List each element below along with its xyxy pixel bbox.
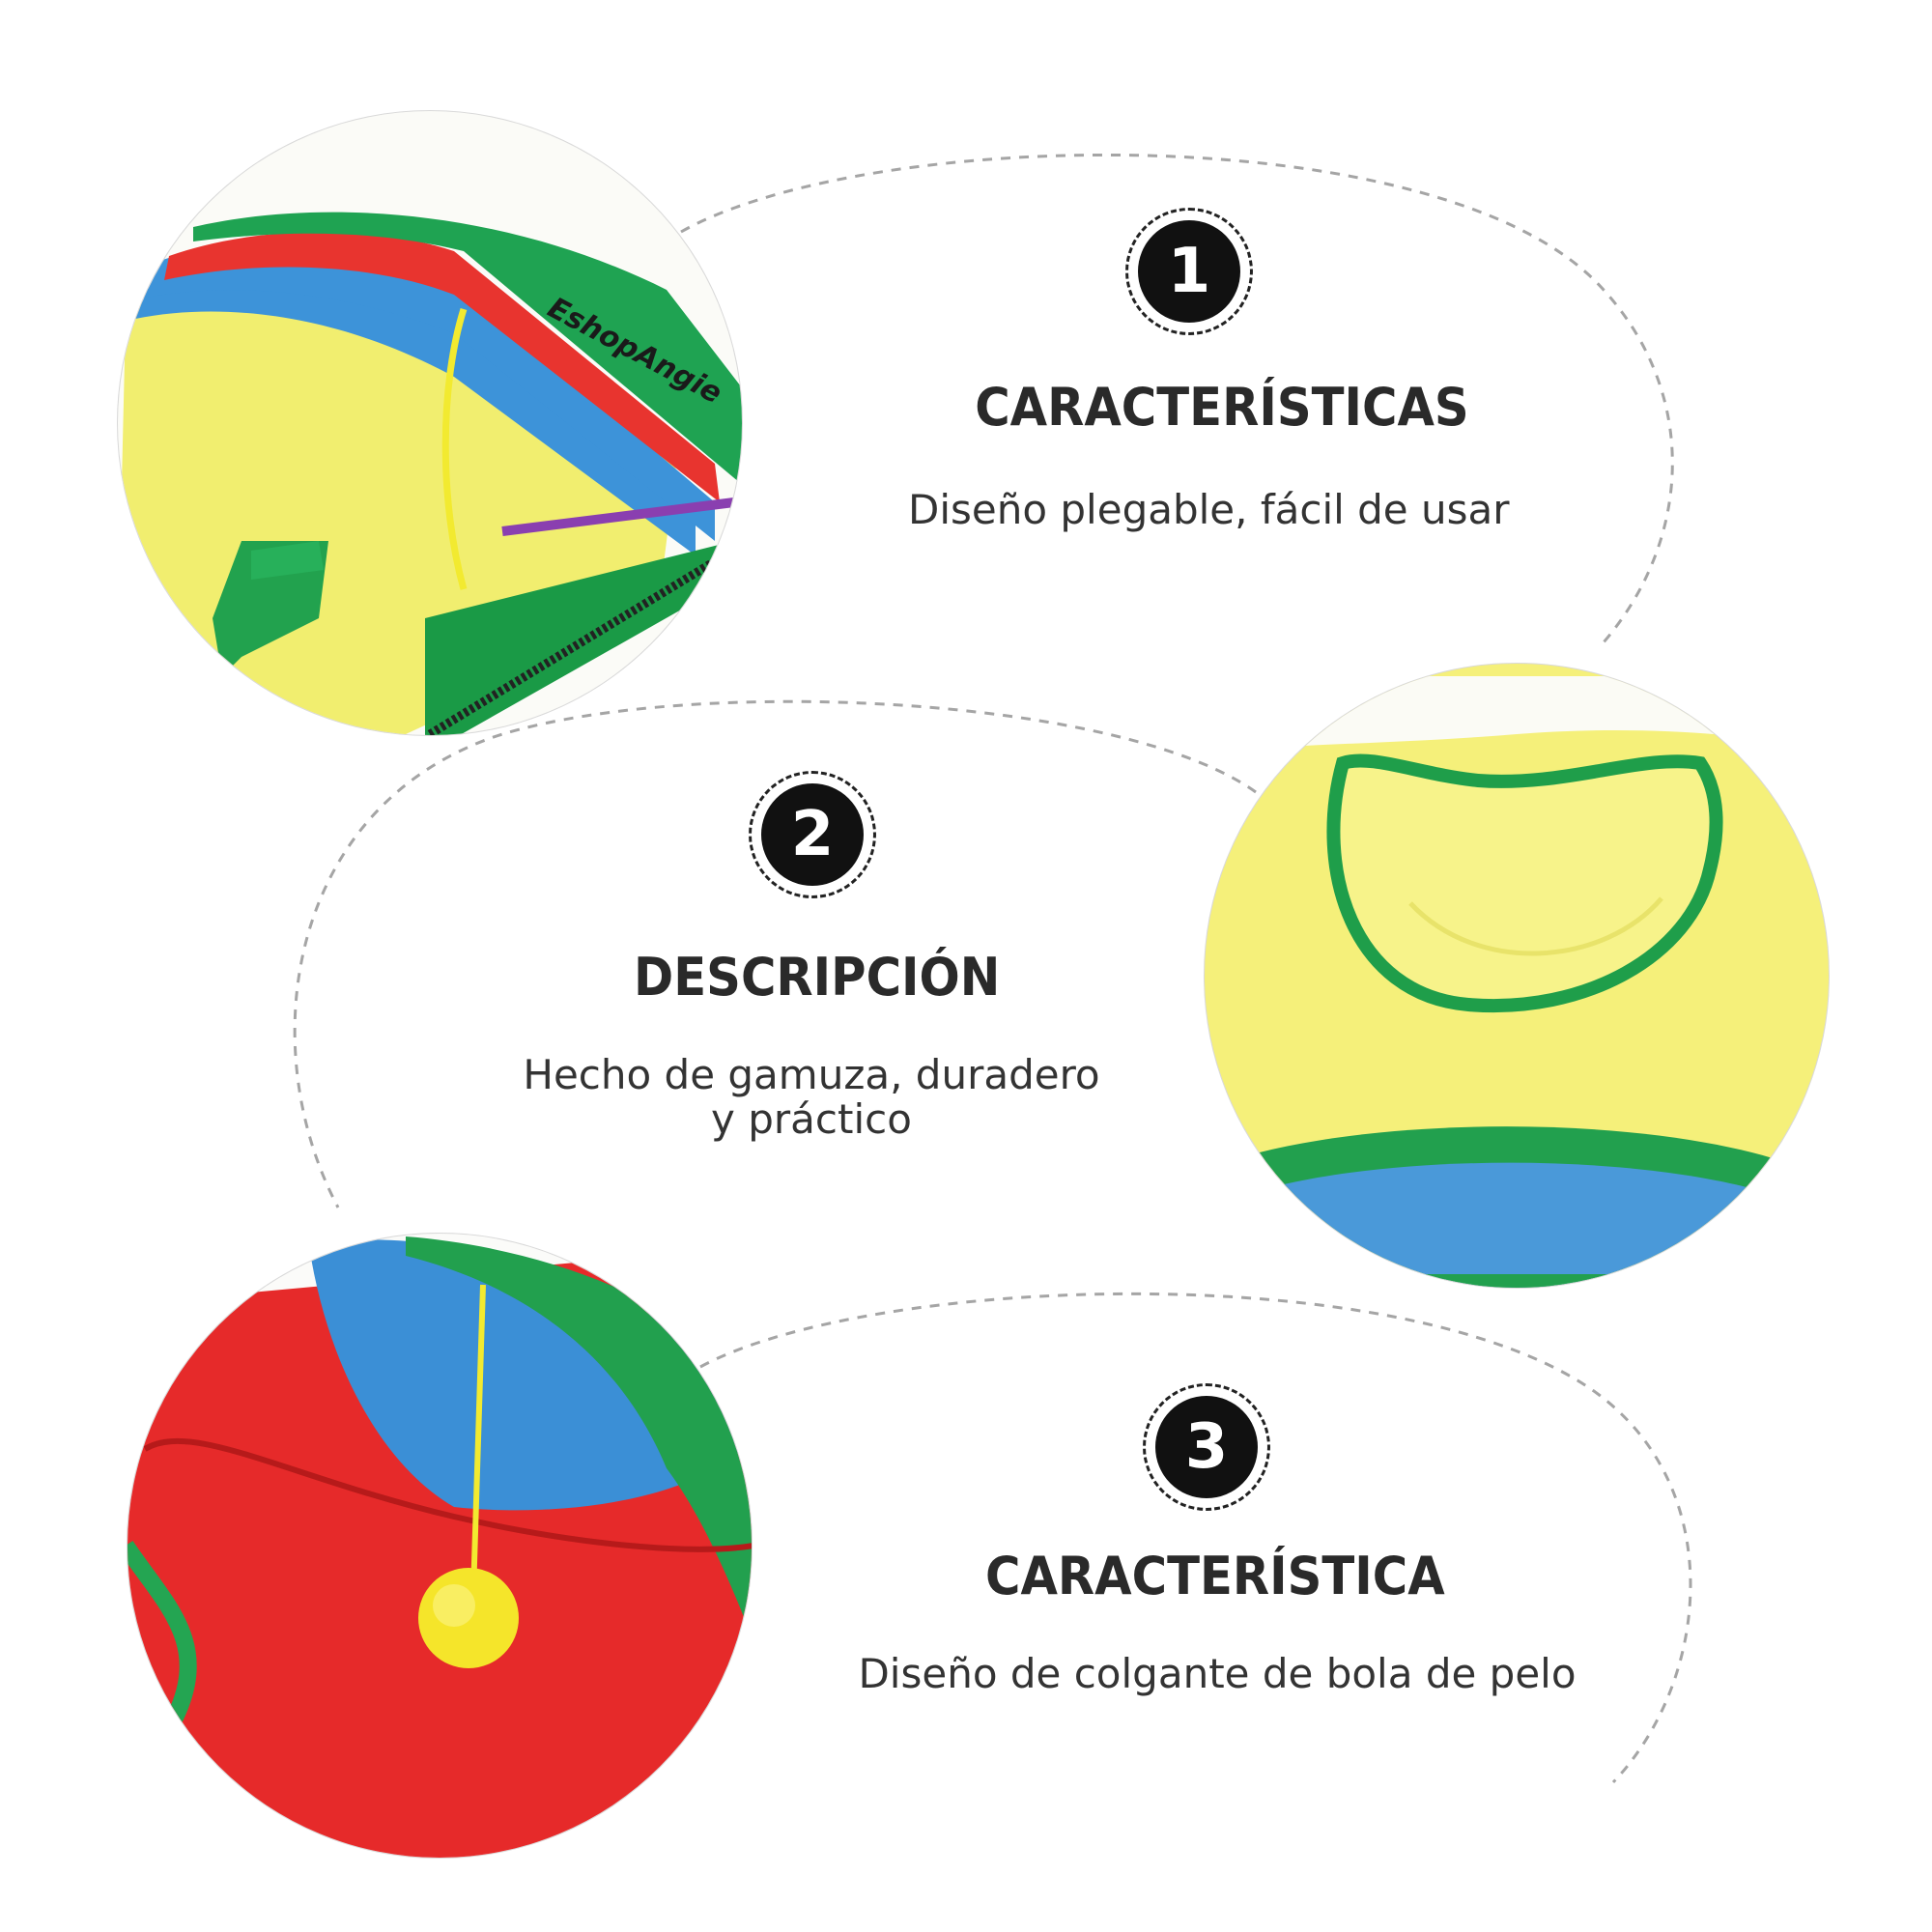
feature-desc-2-line-1: Hecho de gamuza, duradero [523, 1051, 1100, 1098]
feature-title-2: DESCRIPCIÓN [634, 947, 1001, 1008]
step-badge-1: 1 [1125, 208, 1253, 335]
step-number-1: 1 [1138, 220, 1240, 323]
dashed-arc-2 [293, 699, 1257, 1208]
dashed-arc-3 [699, 1292, 1692, 1784]
step-badge-3: 3 [1143, 1383, 1270, 1511]
step-badge-2: 2 [749, 771, 876, 898]
step-number-3: 3 [1155, 1396, 1258, 1498]
feature-desc-3: Diseño de colgante de bola de pelo [858, 1650, 1577, 1697]
feature-title-3: CARACTERÍSTICA [985, 1546, 1445, 1606]
feature-desc-2-line-2: y práctico [711, 1095, 912, 1143]
feature-desc-1: Diseño plegable, fácil de usar [908, 486, 1510, 533]
feature-title-1: CARACTERÍSTICAS [975, 377, 1469, 438]
step-number-2: 2 [761, 783, 864, 886]
dashed-arc-1 [680, 153, 1674, 643]
